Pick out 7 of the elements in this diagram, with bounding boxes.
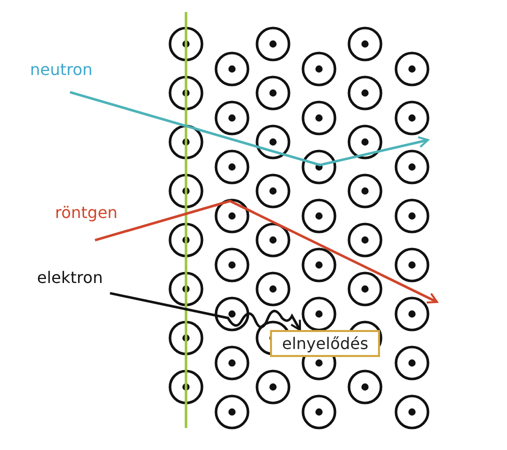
particle-path-arrow: [110, 292, 302, 331]
particle-path-arrow: [94, 200, 438, 304]
particle-label: röntgen: [55, 203, 118, 240]
particle-path-arrow: [70, 90, 429, 166]
particle-label: elektron: [37, 268, 103, 294]
label-box: elnyelődés: [270, 330, 380, 358]
particle-label: neutron: [30, 60, 93, 92]
